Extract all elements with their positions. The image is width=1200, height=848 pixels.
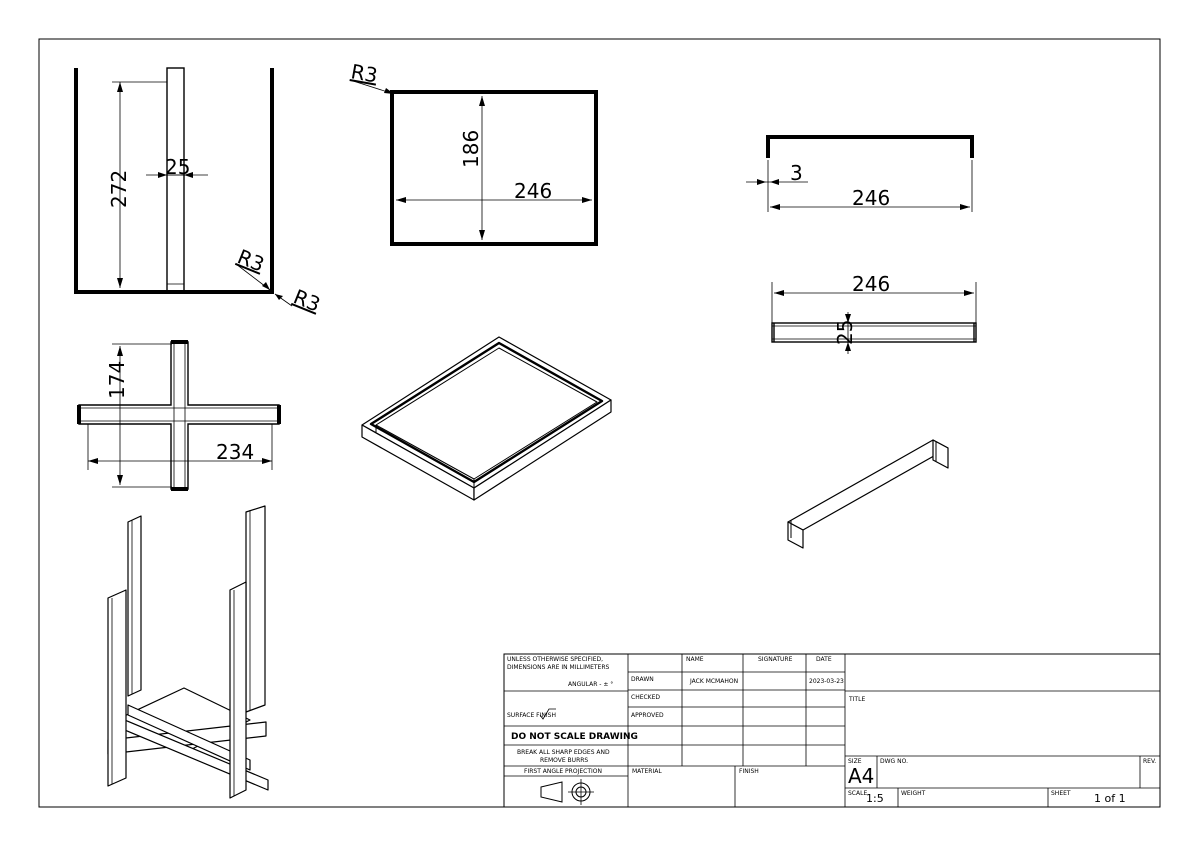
dim-side-radius-inner: R3 bbox=[234, 244, 268, 276]
dim-bar-width: 246 bbox=[852, 272, 890, 296]
col-signature: SIGNATURE bbox=[758, 656, 793, 663]
bar-outline bbox=[771, 322, 977, 343]
break-edges-note-2: REMOVE BURRS bbox=[540, 757, 588, 764]
break-edges-note-1: BREAK ALL SHARP EDGES AND bbox=[517, 749, 610, 756]
bar-top-view: 246 25 bbox=[771, 272, 977, 354]
dim-side-height: 272 bbox=[107, 170, 131, 208]
size-label: SIZE bbox=[848, 758, 862, 765]
tray-isometric-view bbox=[361, 336, 612, 501]
rev-label: REV. bbox=[1143, 758, 1156, 765]
size-value: A4 bbox=[848, 764, 874, 788]
scale-value: 1:5 bbox=[866, 792, 884, 805]
material-label: MATERIAL bbox=[632, 768, 662, 775]
scale-label: SCALE bbox=[848, 790, 867, 797]
row-approved: APPROVED bbox=[631, 712, 664, 719]
stand-isometric-view bbox=[107, 505, 269, 799]
title-label: TITLE bbox=[848, 696, 865, 703]
dim-bracket-thickness: 3 bbox=[790, 161, 803, 185]
dim-cross-height: 174 bbox=[105, 361, 129, 399]
sheet-value: 1 of 1 bbox=[1094, 792, 1126, 805]
dim-side-radius-outer: R3 bbox=[290, 284, 324, 316]
dim-cross-width: 234 bbox=[216, 440, 254, 464]
cross-top-view: 174 234 bbox=[77, 340, 281, 491]
center-post bbox=[166, 67, 185, 293]
drawn-date: 2023-03-23 bbox=[809, 678, 844, 685]
row-drawn: DRAWN bbox=[631, 676, 654, 683]
tray-outline bbox=[390, 90, 598, 246]
side-elevation-view: 272 25 R3 R3 bbox=[74, 67, 324, 317]
tray-top-view: 186 246 R3 bbox=[349, 59, 598, 246]
col-date: DATE bbox=[816, 656, 832, 663]
dim-tray-radius: R3 bbox=[349, 59, 379, 87]
row-checked: CHECKED bbox=[631, 694, 660, 701]
first-angle-projection-symbol bbox=[540, 779, 594, 805]
dim-tray-width: 246 bbox=[514, 179, 552, 203]
col-name: NAME bbox=[686, 656, 704, 663]
weight-label: WEIGHT bbox=[901, 790, 926, 797]
surface-finish-label: SURFACE FINISH bbox=[507, 712, 556, 719]
dim-bracket-width: 246 bbox=[852, 186, 890, 210]
bracket-outline bbox=[766, 135, 974, 158]
angular-tolerance: ANGULAR - ± ° bbox=[568, 681, 613, 688]
general-note-2: DIMENSIONS ARE IN MILLIMETERS bbox=[507, 664, 609, 671]
dim-tray-depth: 186 bbox=[459, 130, 483, 168]
dim-side-post-width: 25 bbox=[165, 155, 190, 179]
general-note-1: UNLESS OTHERWISE SPECIFIED, bbox=[507, 656, 603, 663]
dim-bar-height: 25 bbox=[833, 320, 857, 345]
surface-finish-symbol bbox=[539, 708, 556, 720]
do-not-scale-note: DO NOT SCALE DRAWING bbox=[511, 732, 638, 742]
bracket-isometric-view bbox=[787, 439, 949, 549]
dwg-no-label: DWG NO. bbox=[880, 758, 908, 765]
sheet-label: SHEET bbox=[1051, 790, 1071, 797]
drawn-name: JACK MCMAHON bbox=[689, 678, 738, 685]
title-block: UNLESS OTHERWISE SPECIFIED, DIMENSIONS A… bbox=[503, 653, 1161, 808]
projection-label: FIRST ANGLE PROJECTION bbox=[524, 768, 602, 775]
finish-label: FINISH bbox=[739, 768, 759, 775]
bracket-front-view: 3 246 bbox=[746, 135, 974, 212]
